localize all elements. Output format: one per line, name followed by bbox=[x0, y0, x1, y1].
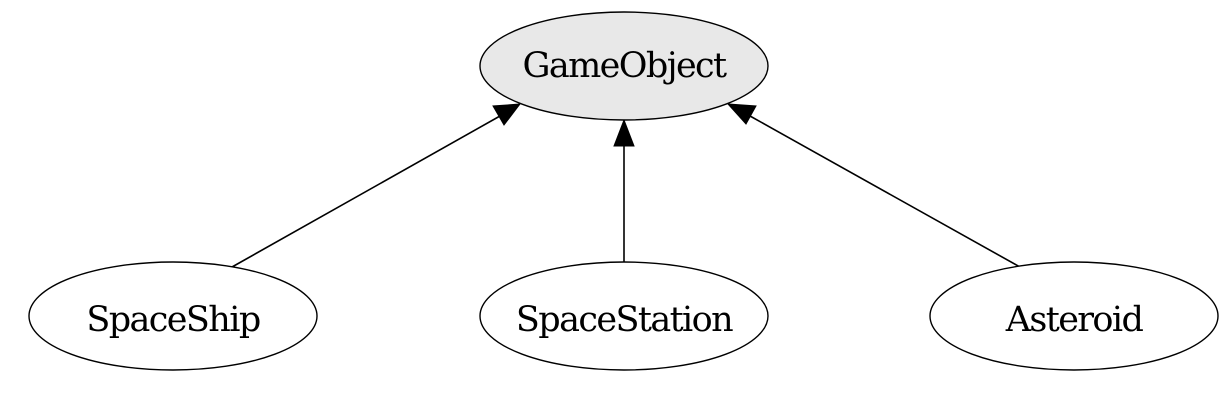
node-ellipse bbox=[479, 261, 769, 371]
edges bbox=[231, 103, 1021, 268]
node-asteroid[interactable]: Asteroid bbox=[929, 261, 1219, 371]
arrowhead-icon bbox=[492, 103, 522, 126]
edge-line bbox=[231, 115, 501, 268]
node-ellipse bbox=[929, 261, 1219, 371]
edge-asteroid-to-gameobject bbox=[726, 103, 1021, 268]
node-spaceship[interactable]: SpaceShip bbox=[28, 261, 318, 371]
node-label: Asteroid bbox=[1005, 300, 1144, 340]
node-ellipse bbox=[28, 261, 318, 371]
node-label: SpaceStation bbox=[516, 300, 733, 340]
node-label: GameObject bbox=[522, 46, 727, 86]
edge-spacestation-to-gameobject bbox=[613, 118, 635, 263]
node-gameobject[interactable]: GameObject bbox=[479, 11, 769, 121]
arrowhead-icon bbox=[726, 103, 757, 125]
edge-line bbox=[749, 115, 1021, 268]
arrowhead-icon bbox=[613, 118, 635, 147]
node-label: SpaceShip bbox=[86, 300, 259, 340]
node-spacestation[interactable]: SpaceStation bbox=[479, 261, 769, 371]
node-ellipse bbox=[479, 11, 769, 121]
edge-spaceship-to-gameobject bbox=[231, 103, 522, 268]
